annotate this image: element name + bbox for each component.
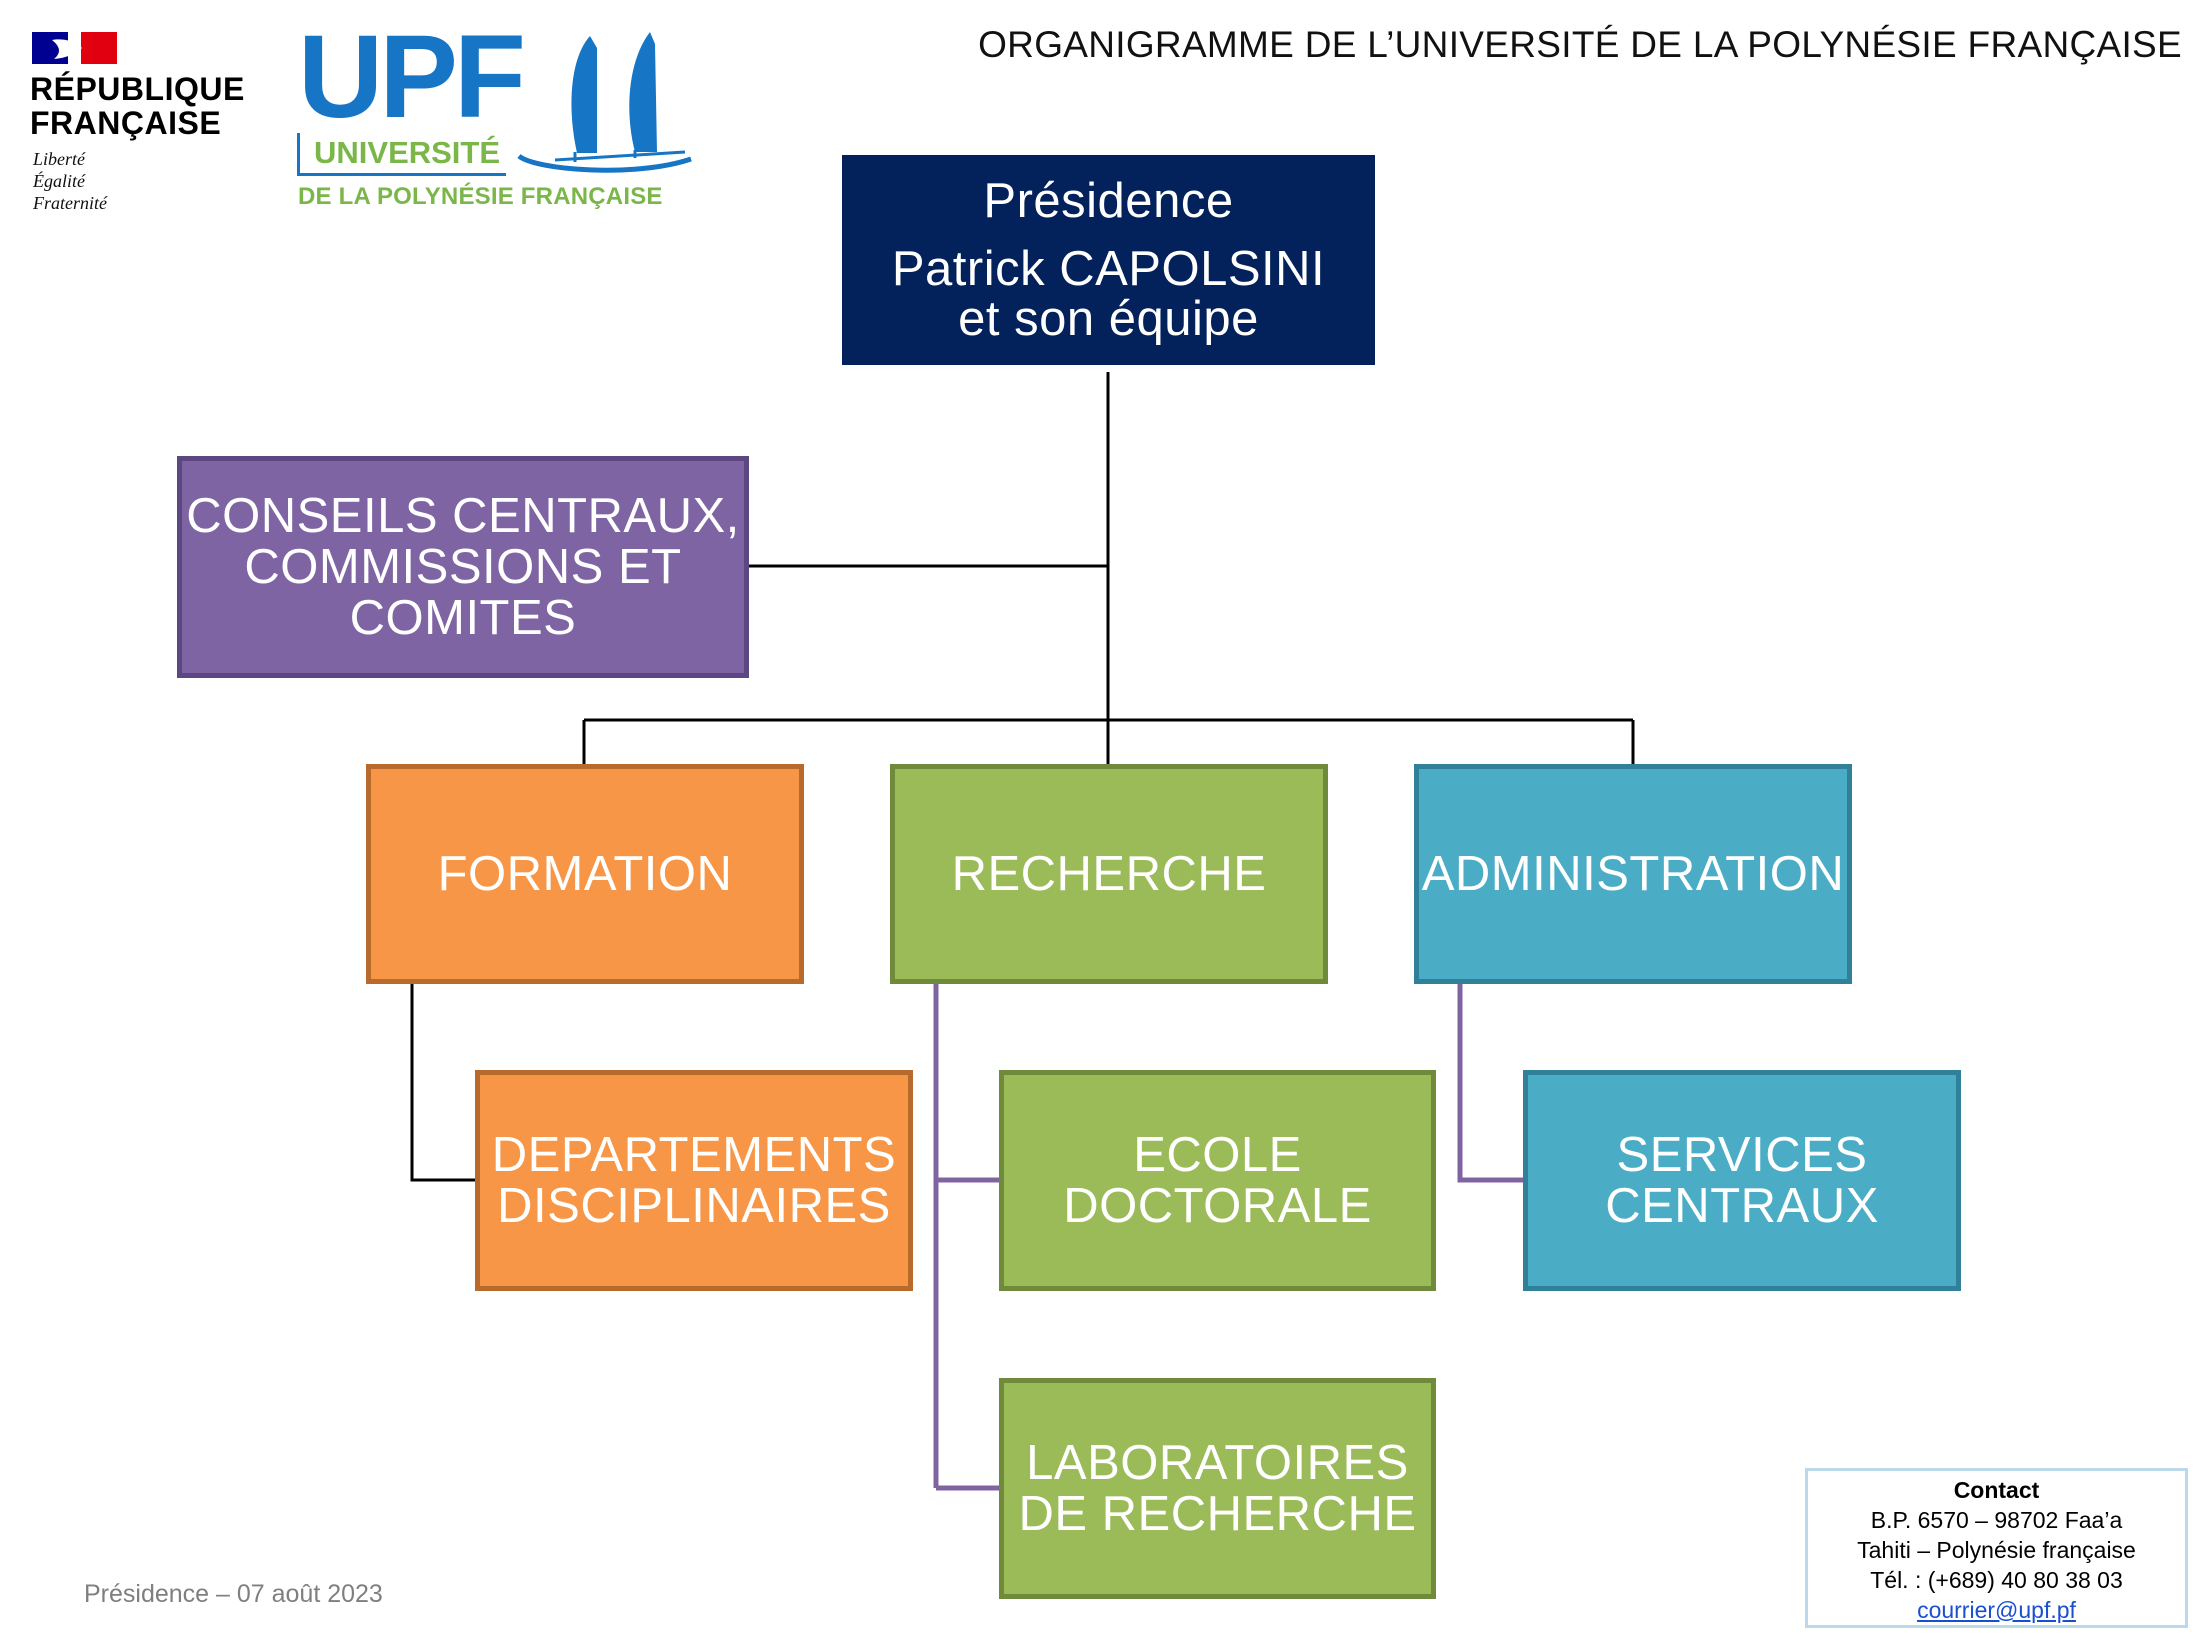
contact-title: Contact bbox=[1953, 1477, 2040, 1503]
ecole-doctorale-label: ECOLE DOCTORALE bbox=[1063, 1127, 1372, 1233]
laboratoires-de-recherche-box: LABORATOIRES DE RECHERCHE bbox=[999, 1378, 1436, 1599]
presidence-team: et son équipe bbox=[958, 292, 1259, 346]
contact-email-link[interactable]: courrier@upf.pf bbox=[1917, 1597, 2076, 1623]
formation-box: FORMATION bbox=[366, 764, 804, 984]
marianne-flag-icon bbox=[32, 32, 117, 64]
administration-box: ADMINISTRATION bbox=[1414, 764, 1852, 984]
conseils-centraux-box: CONSEILS CENTRAUX, COMMISSIONS ET COMITE… bbox=[177, 456, 749, 678]
page-title: ORGANIGRAMME DE L’UNIVERSITÉ DE LA POLYN… bbox=[978, 24, 2182, 65]
contact-phone: Tél. : (+689) 40 80 38 03 bbox=[1870, 1567, 2123, 1593]
services-centraux-box: SERVICES CENTRAUX bbox=[1523, 1070, 1961, 1291]
conseils-centraux-label: CONSEILS CENTRAUX, COMMISSIONS ET COMITE… bbox=[186, 488, 740, 645]
services-centraux-label: SERVICES CENTRAUX bbox=[1605, 1127, 1879, 1233]
presidence-box: Présidence Patrick CAPOLSINI et son équi… bbox=[842, 155, 1375, 365]
upf-logo-universite: UNIVERSITÉ bbox=[297, 133, 507, 176]
presidence-title: Présidence bbox=[983, 174, 1234, 228]
presidence-name: Patrick CAPOLSINI bbox=[891, 242, 1326, 296]
laboratoires-de-recherche-label: LABORATOIRES DE RECHERCHE bbox=[1018, 1435, 1417, 1541]
connector-departements bbox=[410, 984, 476, 1182]
connector-services-centraux bbox=[1457, 984, 1524, 1183]
republique-francaise-name: RÉPUBLIQUE FRANÇAISE bbox=[30, 71, 245, 141]
ecole-doctorale-box: ECOLE DOCTORALE bbox=[999, 1070, 1436, 1291]
upf-logo-letters: UPF bbox=[298, 11, 526, 143]
contact-location: Tahiti – Polynésie française bbox=[1857, 1537, 2136, 1563]
recherche-label: RECHERCHE bbox=[951, 846, 1267, 901]
departements-disciplinaires-label: DEPARTEMENTS DISCIPLINAIRES bbox=[491, 1127, 897, 1233]
footer-date-note: Présidence – 07 août 2023 bbox=[84, 1580, 383, 1608]
recherche-box: RECHERCHE bbox=[890, 764, 1328, 984]
pirogue-sail-icon bbox=[517, 32, 692, 173]
administration-label: ADMINISTRATION bbox=[1421, 846, 1845, 901]
formation-label: FORMATION bbox=[437, 846, 733, 901]
contact-box: Contact B.P. 6570 – 98702 Faa’a Tahiti –… bbox=[1805, 1468, 2188, 1628]
departements-disciplinaires-box: DEPARTEMENTS DISCIPLINAIRES bbox=[475, 1070, 913, 1291]
upf-logo-subtitle: DE LA POLYNÉSIE FRANÇAISE bbox=[298, 183, 663, 210]
republique-motto: Liberté Égalité Fraternité bbox=[33, 149, 107, 213]
contact-address: B.P. 6570 – 98702 Faa’a bbox=[1870, 1507, 2123, 1533]
